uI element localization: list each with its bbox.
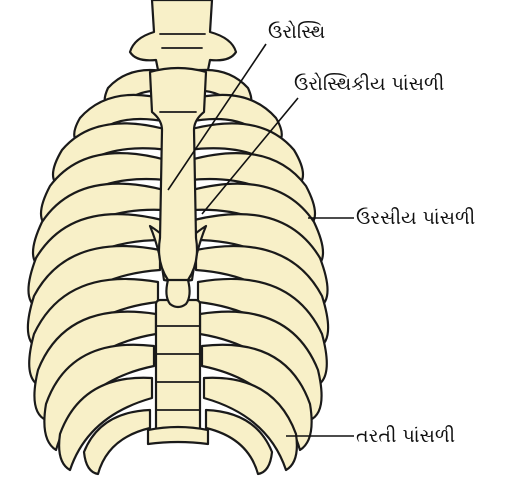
spine bbox=[148, 300, 208, 444]
label-floating-ribs: તરતી પાંસળી bbox=[356, 425, 455, 447]
label-sternal-ribs: ઉરોસ્થિકીય પાંસળી bbox=[294, 73, 444, 95]
left-ribs bbox=[28, 70, 168, 474]
right-ribs bbox=[188, 70, 328, 474]
label-sternum: ઉરોસ્થિ bbox=[268, 21, 325, 43]
cervical-vertebrae bbox=[130, 0, 236, 70]
label-thoracic-ribs: ઉરસીય પાંસળી bbox=[356, 207, 475, 229]
